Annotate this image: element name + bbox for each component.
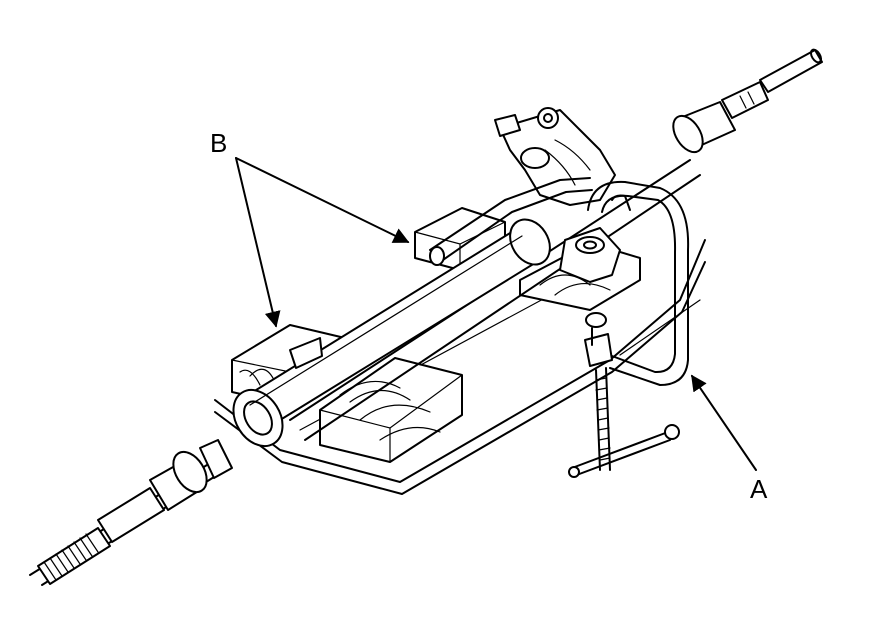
leader-lines (235, 157, 757, 471)
callout-label-a: A (750, 474, 768, 504)
c-clamp (568, 180, 690, 478)
tie-rod-end-left (37, 439, 233, 585)
fluid-line (289, 177, 593, 369)
steering-gear-housing (494, 107, 621, 283)
callout-label-b: B (210, 128, 228, 158)
tie-rod-end-right (672, 48, 823, 154)
rack-cylinder (232, 218, 551, 447)
